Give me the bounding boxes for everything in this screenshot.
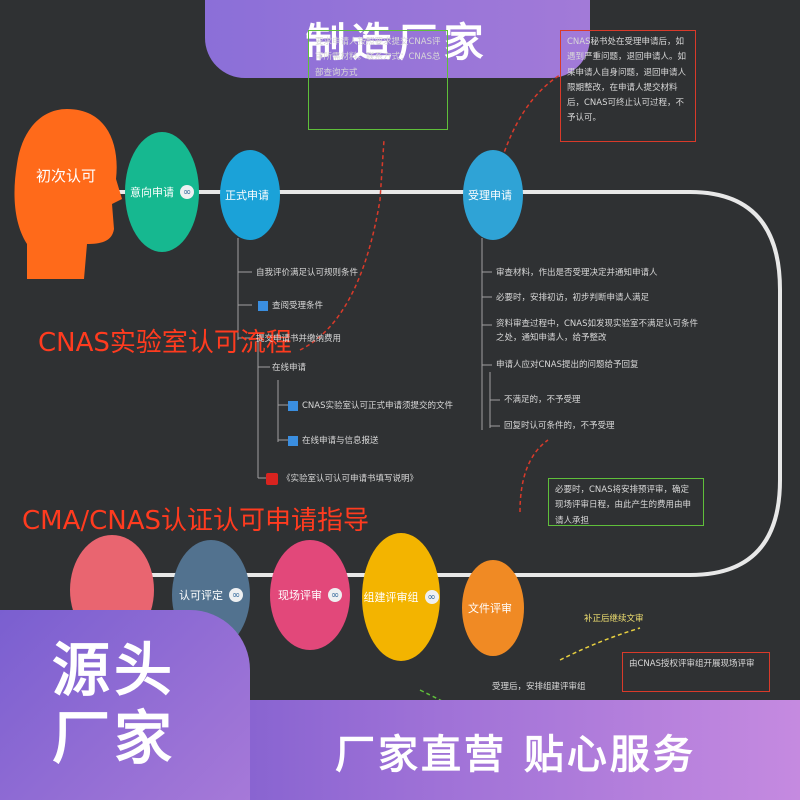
note-self-evaluation: 自我评价满足认可规则条件: [256, 268, 359, 278]
note-not-accepted-1: 不满足的，不予受理: [504, 395, 581, 405]
note-required-files[interactable]: CNAS实验室认可正式申请须提交的文件: [288, 399, 453, 413]
note-rectification: 资料审查过程中，CNAS如发现实验室不满足认可条件之处，通知申请人，给予整改: [496, 319, 699, 344]
document-icon: [288, 435, 298, 446]
note-fill-instructions[interactable]: 《实验室认可认可申请书填写说明》: [266, 472, 418, 486]
node-formal-application[interactable]: 正式申请: [220, 150, 280, 240]
box-submit-materials: 要求申请人按照要求提交CNAS评审所需材料。联系方式：CNAS总部查询方式: [308, 30, 448, 130]
box-pre-assessment: 必要时，CNAS将安排预评审，确定现场评审日程，由此产生的费用由申请人承担: [548, 478, 704, 526]
cnas-flow-title: CNAS实验室认可流程: [38, 328, 292, 358]
node-document-review[interactable]: 文件评审: [462, 560, 524, 656]
node-label: 正式申请: [225, 189, 269, 202]
document-icon: [258, 300, 268, 311]
note-online-application: 在线申请: [272, 363, 307, 373]
head-label: 初次认可: [36, 167, 97, 185]
node-accept-application[interactable]: 受理申请: [463, 150, 523, 240]
node-onsite-review[interactable]: 现场评审 ∞: [270, 540, 350, 650]
box-termination-notice: CNAS秘书处在受理申请后，如遇到严重问题，退回申请人。如果申请人自身问题，退回…: [560, 30, 696, 142]
node-label: 认可评定: [179, 589, 223, 602]
node-label: 受理申请: [468, 189, 512, 202]
link-icon: ∞: [180, 185, 194, 199]
source-badge-text: 源头 厂家: [52, 636, 176, 772]
note-form-team: 受理后，安排组建评审组: [492, 682, 586, 692]
source-badge: [0, 610, 250, 800]
note-not-accepted-2: 回复时认可条件的，不予受理: [504, 421, 615, 431]
link-icon: ∞: [328, 588, 342, 602]
top-banner: 制造厂家: [205, 0, 590, 78]
note-submit-application: 提交申请书并缴纳费用: [256, 334, 342, 344]
note-initial-visit: 必要时，安排初访，初步判断申请人满足: [496, 293, 650, 303]
node-label: 文件评审: [468, 602, 512, 615]
pdf-icon: [266, 472, 278, 485]
badge-line-1: 源头: [52, 636, 177, 704]
note-reply-questions: 申请人应对CNAS提出的问题给予回复: [496, 360, 639, 370]
node-label: 意向申请: [130, 186, 174, 199]
head-silhouette: [14, 109, 122, 279]
cma-guide-title: CMA/CNAS认证认可申请指导: [22, 506, 370, 536]
note-check-conditions: 查阅受理条件: [258, 299, 323, 313]
link-icon: ∞: [229, 588, 243, 602]
document-icon: [288, 400, 298, 411]
node-form-review-team[interactable]: 组建评审组 ∞: [362, 533, 440, 661]
note-online-reporting[interactable]: 在线申请与信息报送: [288, 434, 379, 448]
box-onsite-authorization: 由CNAS授权评审组开展现场评审: [622, 652, 770, 692]
note-resubmit: 补正后继续文审: [584, 614, 644, 624]
node-label: 现场评审: [278, 589, 322, 602]
bottom-slogan: 厂家直营 贴心服务: [335, 732, 696, 778]
badge-line-2: 厂家: [52, 704, 177, 772]
note-review-materials: 审查材料，作出是否受理决定并通知申请人: [496, 268, 658, 278]
node-label: 组建评审组: [363, 591, 419, 604]
node-intent-application[interactable]: 意向申请 ∞: [125, 132, 199, 252]
link-icon: ∞: [424, 590, 439, 604]
